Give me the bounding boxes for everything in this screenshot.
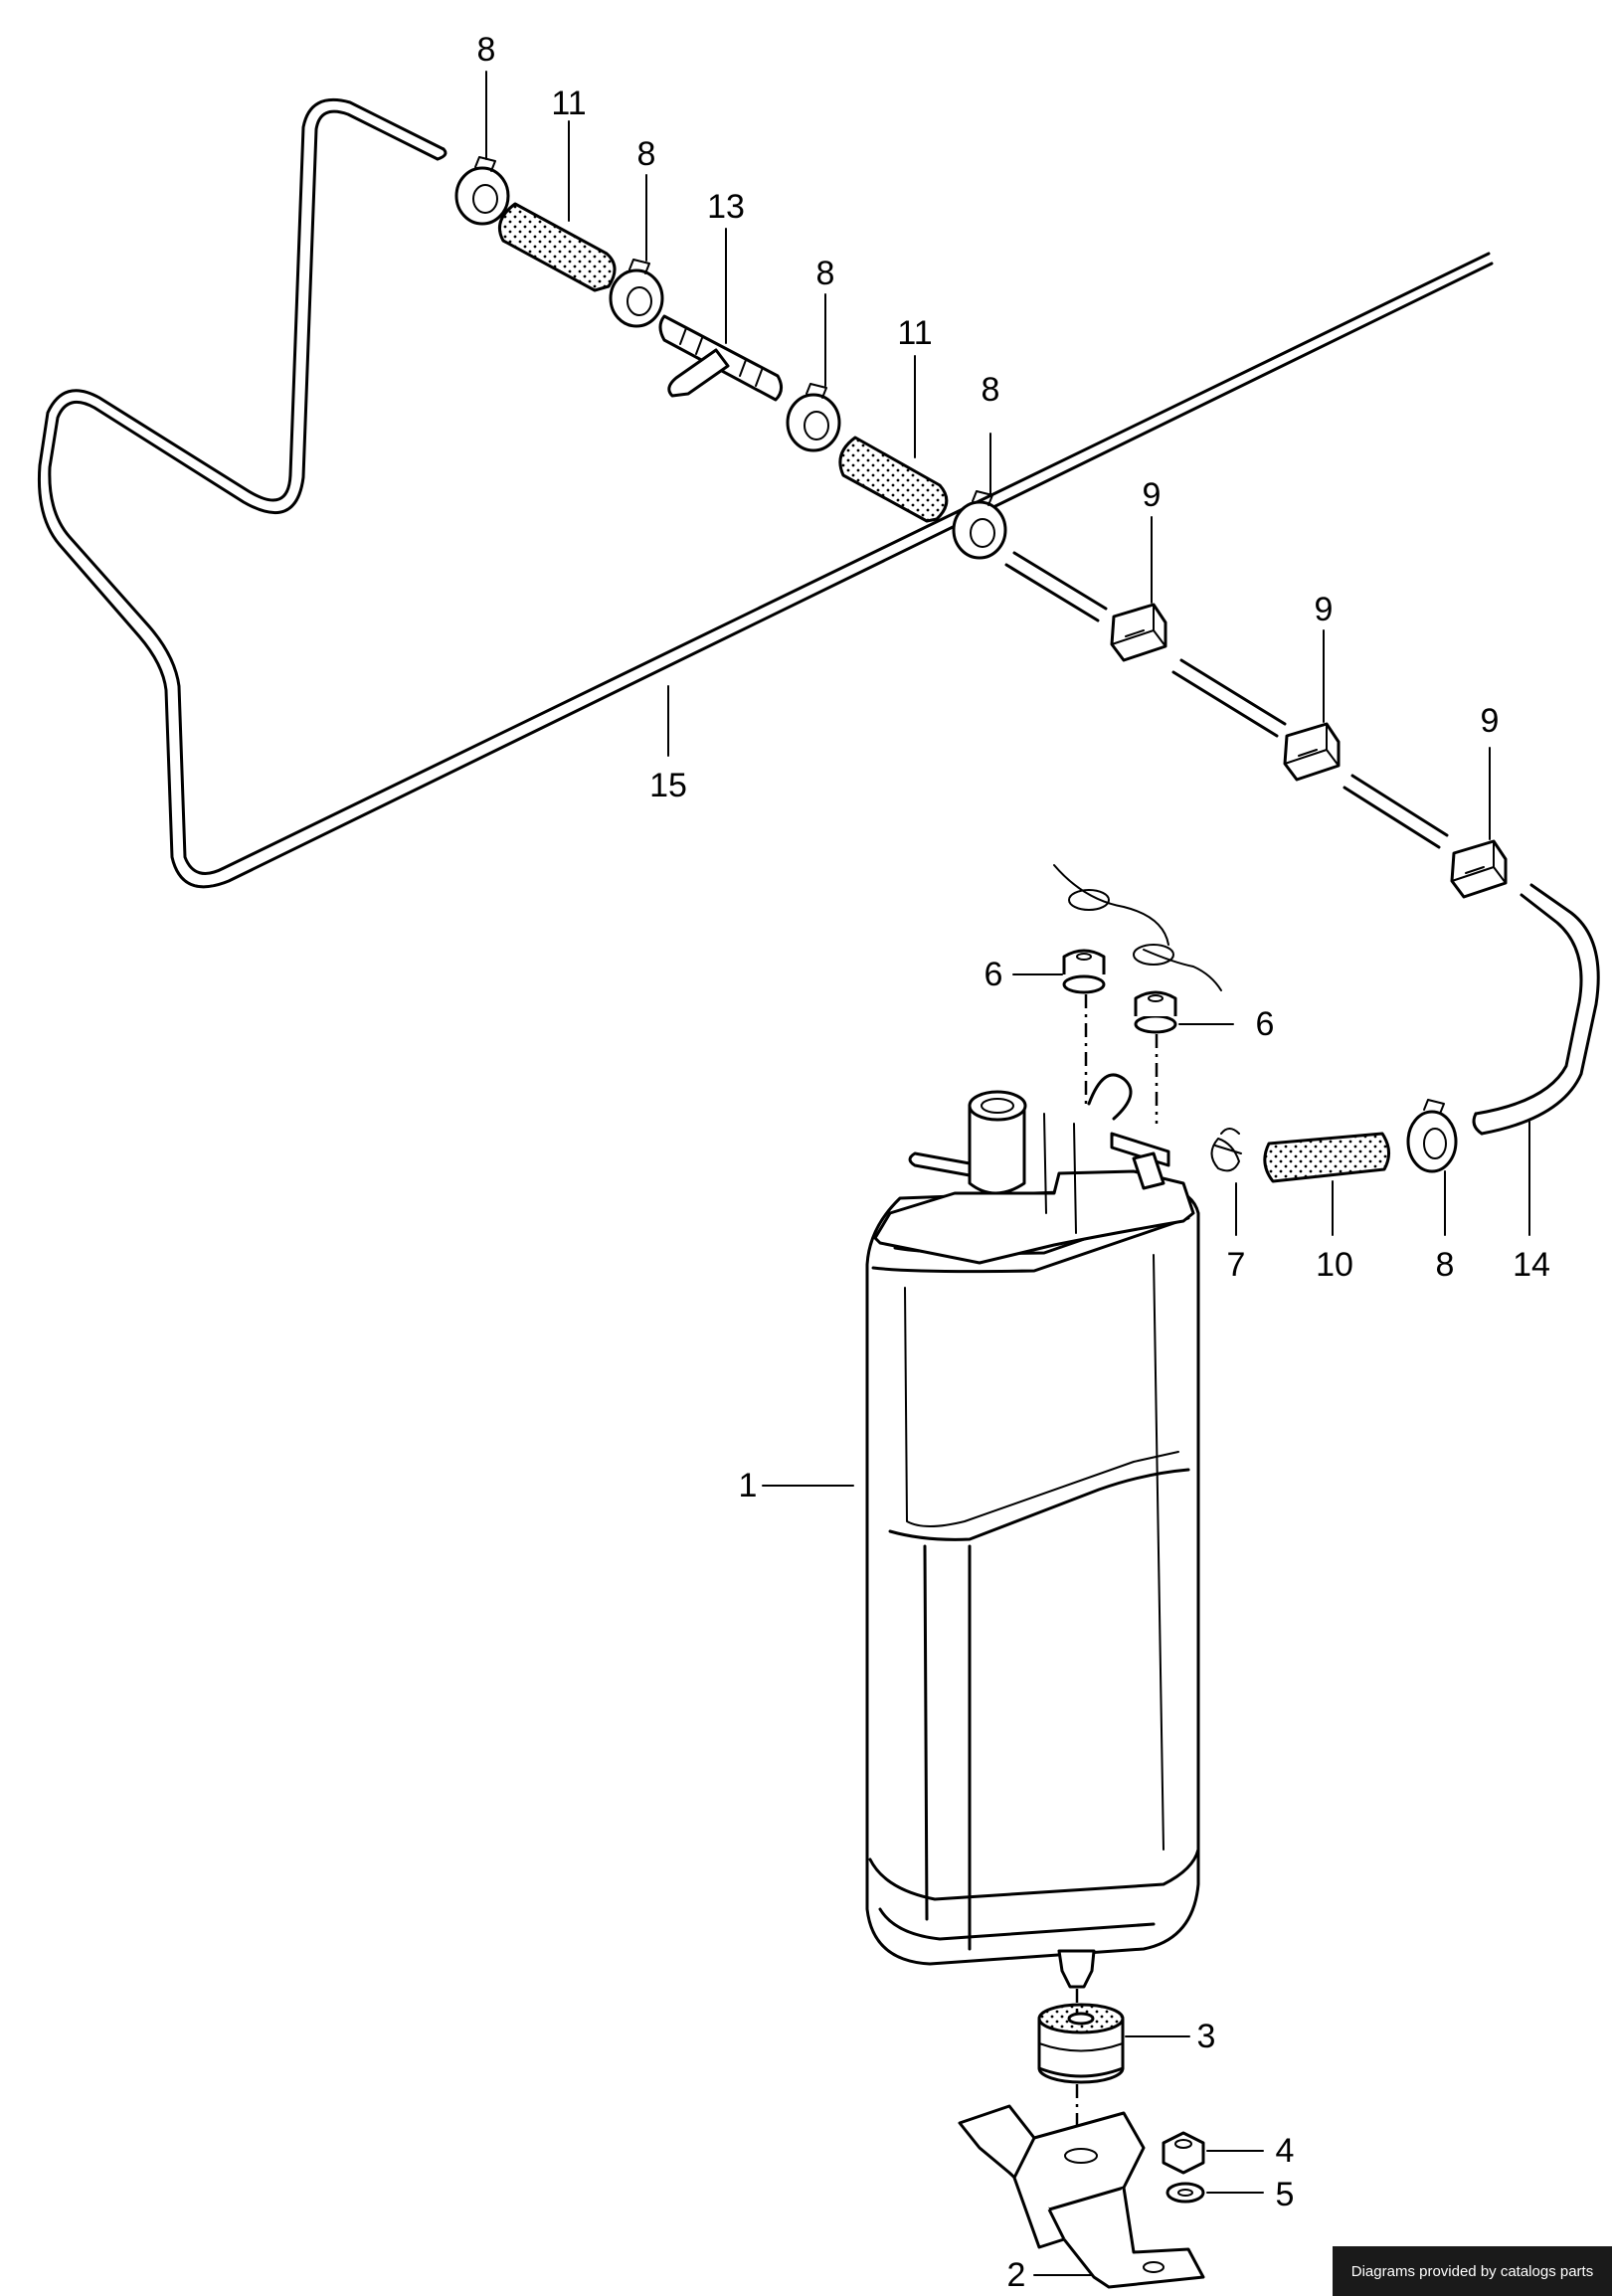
bracket-2 xyxy=(958,2104,1205,2289)
hose-11b xyxy=(838,436,949,523)
callout-2: 2 xyxy=(1007,2256,1026,2294)
pipe-segments xyxy=(1004,551,1449,849)
hose-11a xyxy=(498,202,617,292)
callout-9: 9 xyxy=(1315,591,1334,628)
clip-9b xyxy=(1283,722,1341,782)
callout-11: 11 xyxy=(551,85,586,122)
vent-line-15 xyxy=(37,97,1494,889)
callout-10: 10 xyxy=(1316,1246,1353,1284)
clamp-8d xyxy=(952,490,1007,560)
callout-15: 15 xyxy=(649,767,687,804)
callout-9: 9 xyxy=(1143,476,1162,514)
clip-9c xyxy=(1450,839,1508,899)
leader-lines xyxy=(485,71,1530,2276)
callout-8: 8 xyxy=(637,135,656,173)
callout-labels: 8 11 8 13 8 11 8 9 9 9 15 6 6 7 10 8 14 … xyxy=(477,31,1550,2294)
canister-1 xyxy=(865,1073,1200,1966)
t-piece-13 xyxy=(658,314,783,402)
clip-9a xyxy=(1110,603,1167,662)
clamp-8e xyxy=(1406,1099,1458,1173)
clamp-7 xyxy=(1210,1128,1242,1172)
callout-3: 3 xyxy=(1197,2018,1216,2055)
grommet-6b xyxy=(1133,944,1222,1034)
callout-8: 8 xyxy=(1436,1246,1455,1284)
callout-6: 6 xyxy=(1256,1005,1275,1043)
callout-6: 6 xyxy=(985,956,1003,993)
callout-8: 8 xyxy=(816,255,835,292)
rubber-mount-3 xyxy=(1037,2003,1125,2084)
hose-10 xyxy=(1263,1132,1390,1183)
callout-14: 14 xyxy=(1513,1246,1550,1284)
callout-8: 8 xyxy=(982,371,1000,409)
callout-9: 9 xyxy=(1481,702,1500,740)
grommet-6a xyxy=(1053,864,1169,994)
callout-4: 4 xyxy=(1276,2132,1295,2170)
hose-14 xyxy=(1472,883,1600,1136)
nut-4 xyxy=(1162,2131,1205,2175)
callout-1: 1 xyxy=(739,1467,758,1504)
callout-13: 13 xyxy=(707,188,745,226)
washer-5 xyxy=(1165,2182,1205,2204)
callout-8: 8 xyxy=(477,31,496,69)
credit-badge: Diagrams provided by catalogs parts xyxy=(1333,2246,1612,2296)
clamp-8b xyxy=(609,259,664,328)
clamp-8a xyxy=(454,156,510,226)
callout-7: 7 xyxy=(1227,1246,1246,1284)
canister-nipple xyxy=(1057,1949,1096,1989)
credit-text: Diagrams provided by catalogs parts xyxy=(1350,2262,1594,2280)
clamp-8c xyxy=(786,383,841,452)
callout-11: 11 xyxy=(897,314,932,352)
callout-5: 5 xyxy=(1276,2176,1295,2213)
